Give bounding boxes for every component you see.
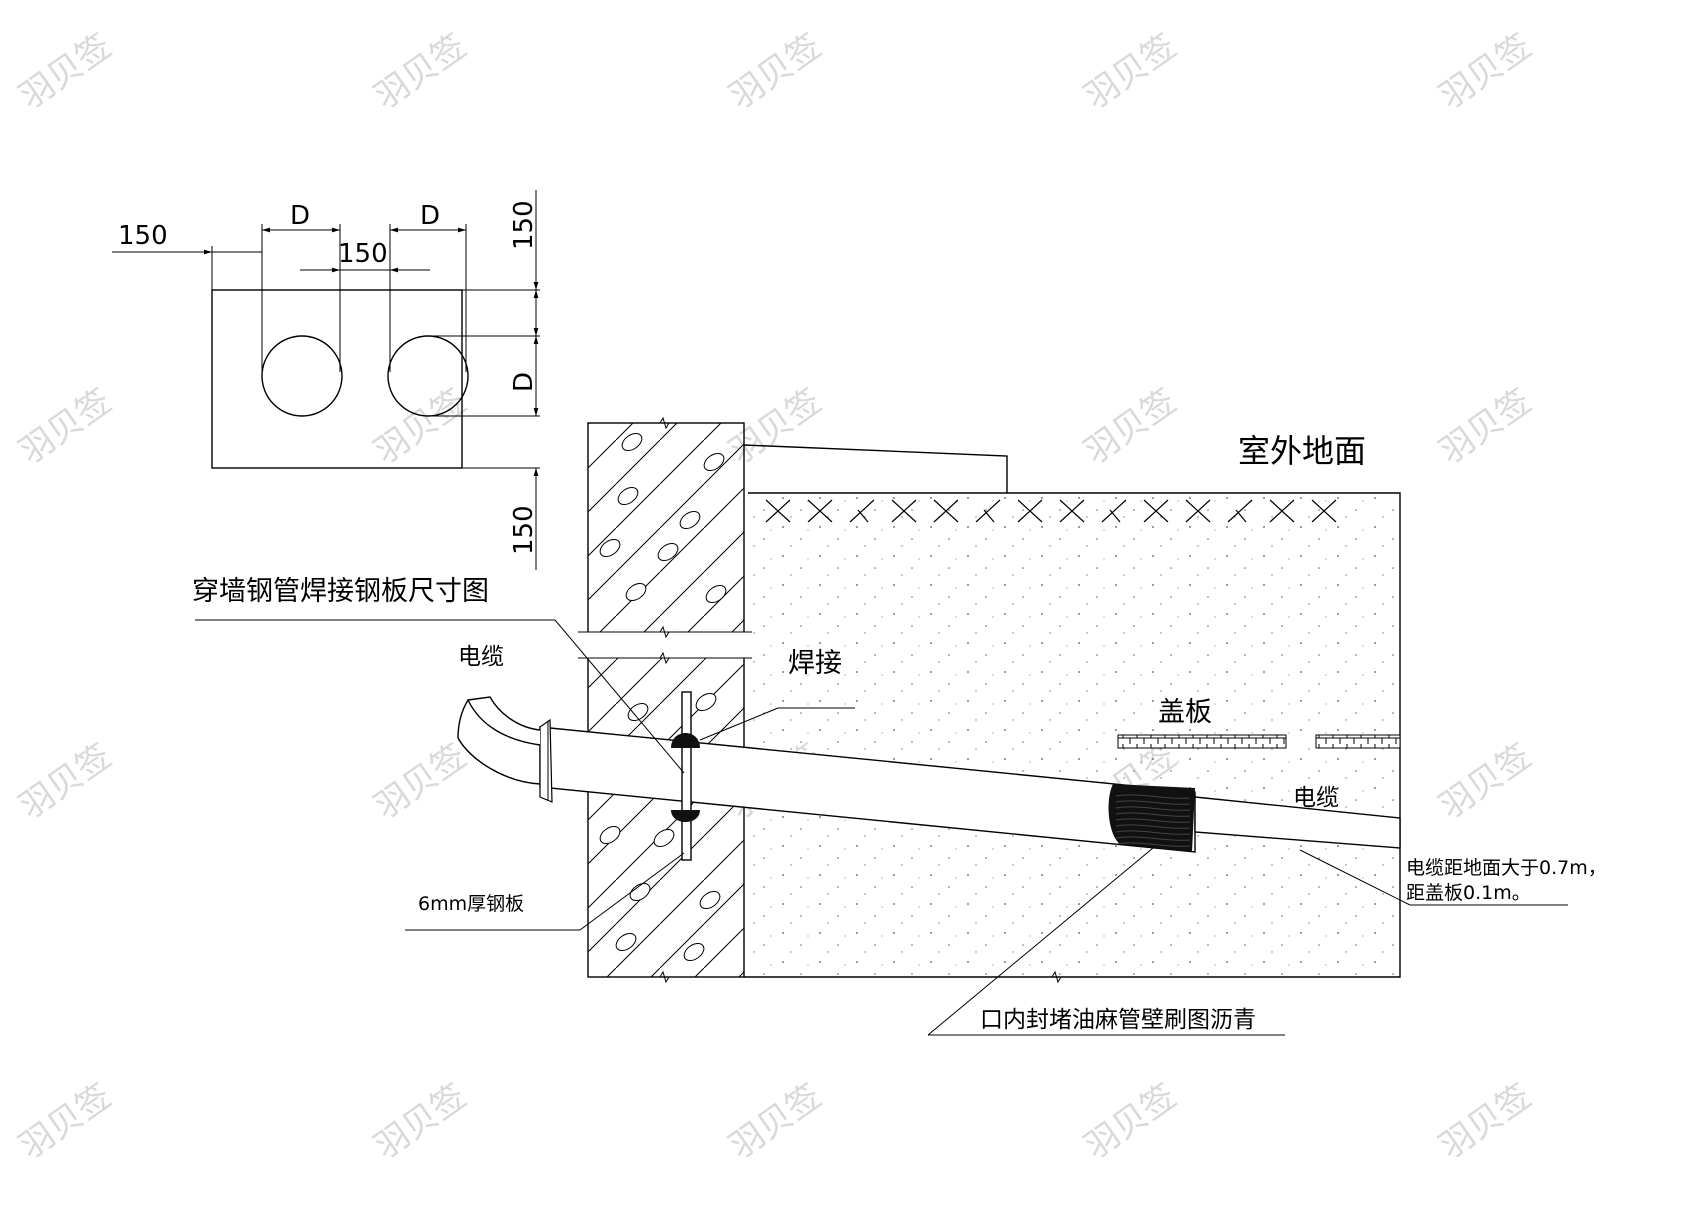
soil-symbol [1269,499,1295,523]
soil-symbol [807,499,833,523]
aggregate-stone [615,932,637,952]
watermark-mark: 羽贝签 [1432,736,1538,827]
soil-symbol [975,499,1001,523]
aggregate-stone [617,486,639,506]
soil-symbol [933,499,959,523]
soil-symbol [1311,499,1337,523]
watermark-mark: 羽贝签 [367,26,473,117]
steel-plate-size-view: 150 D D 150 150 D 150 [112,190,540,570]
watermark-mark: 羽贝签 [12,26,118,117]
label-seal-note: 口内封堵油麻管壁刷图沥青 [980,1007,1256,1033]
dim-d-first: D [290,201,310,231]
watermark-mark: 羽贝签 [367,736,473,827]
soil-symbol [1143,499,1169,523]
aggregate-stone [705,584,727,604]
trench-fill [748,493,1400,977]
aggregate-stone [599,825,621,845]
label-plate-size-title: 穿墙钢管焊接钢板尺寸图 [192,576,489,607]
cable-trench [743,444,1401,984]
watermark-mark: 羽贝签 [1077,26,1183,117]
dim-vertical-d: D [509,372,539,392]
weld-bead-top [671,733,700,748]
dim-d-second: D [420,201,440,231]
watermark-mark: 羽贝签 [1077,1076,1183,1167]
aggregate-stone [683,942,705,962]
aggregate-stone [657,542,679,562]
label-depth-note-line2: 距盖板0.1m。 [1406,882,1531,904]
watermark-mark: 羽贝签 [12,736,118,827]
cover-plate-left [1117,734,1287,749]
watermark-mark: 羽贝签 [1432,1076,1538,1167]
pipe-hole-left [261,335,343,417]
watermark-mark: 羽贝签 [1432,381,1538,472]
leader-lines [195,619,1568,1036]
cover-plate-right [1315,734,1401,749]
soil-symbol [1185,499,1211,523]
dim-bottom-150: 150 [509,505,539,555]
wall-steel-plate [681,691,692,861]
aggregate-stone [703,452,725,472]
soil-symbol [1059,499,1085,523]
label-weld: 焊接 [788,648,842,679]
soil-symbol [891,499,917,523]
ground-soil-symbols [765,499,1337,523]
soil-symbol [849,499,875,523]
label-cable-left: 电缆 [458,644,504,670]
watermark-mark: 羽贝签 [367,1076,473,1167]
soil-symbol [1101,499,1127,523]
dim-middle-150: 150 [338,239,388,269]
label-outdoor-ground: 室外地面 [1238,432,1366,470]
aggregate-stone [699,890,721,910]
soil-symbol [1017,499,1043,523]
dim-top-150: 150 [509,200,539,250]
aggregate-stone [625,582,647,602]
wall-hatch [588,423,744,977]
aggregate-stone [599,538,621,558]
weld-bead-bottom [671,810,700,822]
soil-symbol [765,499,791,523]
cable-incoming [466,696,541,746]
aggregate-stone [627,702,649,722]
watermark-mark: 羽贝签 [12,1076,118,1167]
steel-pipe-and-cable [457,691,1401,861]
aggregate-stone [653,828,675,848]
soil-symbol [1227,499,1253,523]
steel-plate-outline [211,289,463,469]
label-cable-right: 电缆 [1293,785,1339,811]
label-depth-note-line1: 电缆距地面大于0.7m， [1406,857,1607,879]
dim-left-150: 150 [118,221,168,251]
concrete-wall-section [578,416,752,984]
cable-continuing [1194,796,1401,849]
oakum-seal-plug [1108,784,1195,852]
aggregate-stone [629,882,651,902]
label-cover-plate: 盖板 [1158,697,1212,728]
watermark-mark: 羽贝签 [12,381,118,472]
label-steel-plate-6mm: 6mm厚钢板 [418,893,524,915]
watermark-mark: 羽贝签 [1077,381,1183,472]
watermark-mark: 羽贝签 [722,1076,828,1167]
aggregate-stone [621,432,643,452]
aggregate-stone [679,510,701,530]
watermark-mark: 羽贝签 [367,381,473,472]
watermark-mark: 羽贝签 [722,26,828,117]
aggregate-stone [695,692,717,712]
watermark-mark: 羽贝签 [1432,26,1538,117]
